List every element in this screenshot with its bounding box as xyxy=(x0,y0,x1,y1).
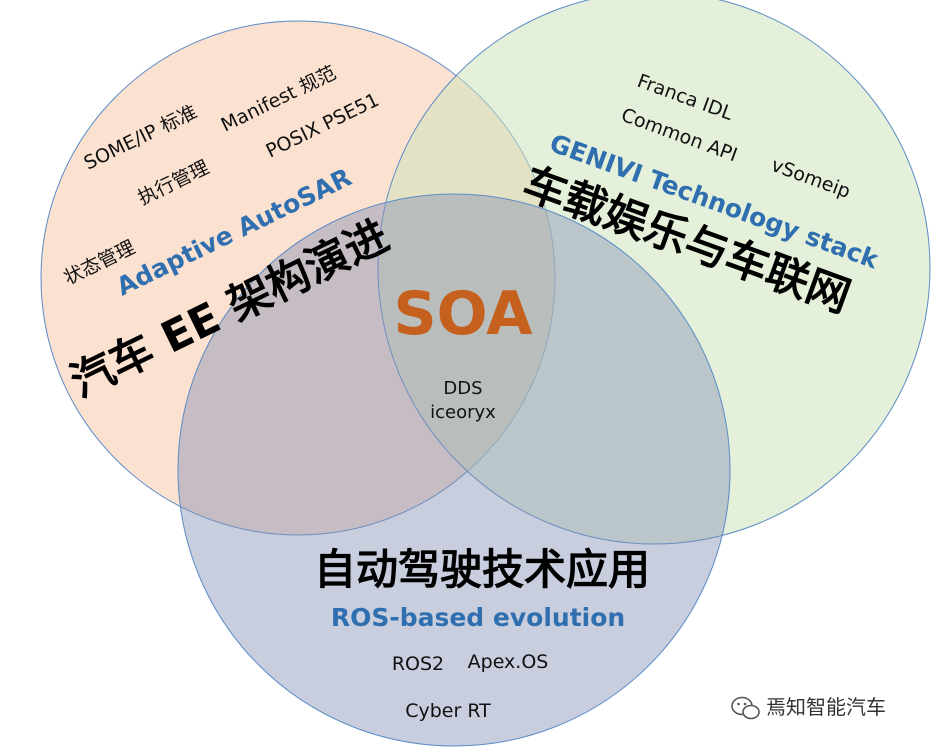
bottom-item-ros2: ROS2 xyxy=(392,653,444,675)
bottom-subtitle: ROS-based evolution xyxy=(331,603,625,632)
bottom-item-cyber-rt: Cyber RT xyxy=(405,700,491,722)
circle-autonomous-driving xyxy=(177,193,731,747)
circle-infotainment xyxy=(377,0,931,545)
watermark-text: 焉知智能汽车 xyxy=(766,695,886,719)
bottom-title: 自动驾驶技术应用 xyxy=(314,545,650,594)
center-item-iceoryx: iceoryx xyxy=(430,402,496,423)
wechat-icon xyxy=(731,696,760,720)
center-item-dds: DDS xyxy=(443,378,482,399)
center-title: SOA xyxy=(393,279,533,349)
bottom-item-apexos: Apex.OS xyxy=(468,651,549,673)
